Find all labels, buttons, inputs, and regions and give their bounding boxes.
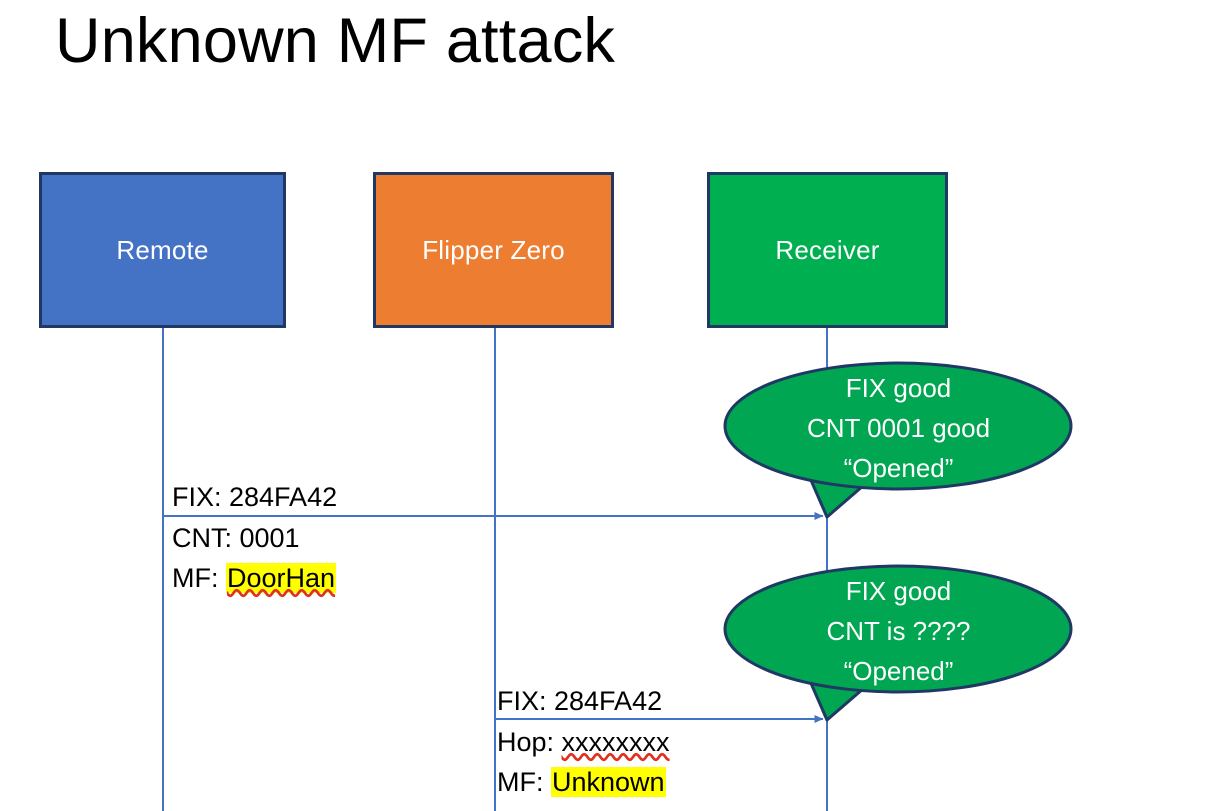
actor-label-flipper: Flipper Zero [422, 234, 565, 265]
actor-label-remote: Remote [116, 234, 209, 265]
actor-box-flipper[interactable]: Flipper Zero [373, 172, 614, 328]
callout-bubble-1 [723, 361, 1073, 519]
callout-2-line-3: “Opened” [843, 656, 954, 686]
message-2-label-fix: FIX: 284FA42 [497, 681, 662, 721]
message-1-cnt-prefix: CNT: [172, 523, 240, 553]
callout-ellipse-1 [723, 361, 1073, 491]
callout-2-line-1: FIX good [845, 576, 952, 606]
callout-1-line-2: CNT 0001 good [806, 413, 991, 443]
message-2-fix-text: FIX: 284FA42 [497, 686, 663, 716]
callout-1-line-1: FIX good [845, 373, 952, 403]
callout-bubble-2 [723, 564, 1073, 722]
actor-label-receiver: Receiver [775, 234, 880, 265]
callout-2-line-2: CNT is ???? [826, 616, 971, 646]
callout-2-text: FIX good CNT is ???? “Opened” [725, 571, 1072, 691]
message-2-hop-prefix: Hop: [497, 727, 562, 757]
callout-ellipse-2 [723, 564, 1073, 694]
message-1-mf-prefix: MF: [172, 563, 226, 593]
actor-box-remote[interactable]: Remote [39, 172, 286, 328]
message-2-mf-prefix: MF: [497, 767, 551, 797]
message-1-cnt-value: 0001 [239, 523, 300, 553]
message-2-hop-line: Hop: xxxxxxxx [497, 722, 670, 762]
message-1-mf-value: DoorHan [226, 563, 337, 593]
message-1-cnt-line: CNT: 0001 [172, 518, 336, 558]
callout-1-text: FIX good CNT 0001 good “Opened” [725, 368, 1072, 488]
message-1-fix-text: FIX: 284FA42 [172, 482, 338, 512]
message-1-mf-line: MF: DoorHan [172, 558, 337, 598]
message-2-mf-value: Unknown [551, 767, 666, 797]
message-1-label-fix: FIX: 284FA42 [172, 477, 337, 517]
message-1-label-body: CNT: 0001 MF: DoorHan [172, 518, 337, 598]
message-2-hop-value: xxxxxxxx [561, 727, 670, 757]
callout-1-line-3: “Opened” [843, 453, 954, 483]
page-title: Unknown MF attack [55, 6, 616, 76]
message-2-label-body: Hop: xxxxxxxx MF: Unknown [497, 722, 670, 802]
message-2-mf-line: MF: Unknown [497, 762, 670, 802]
actor-box-receiver[interactable]: Receiver [707, 172, 948, 328]
